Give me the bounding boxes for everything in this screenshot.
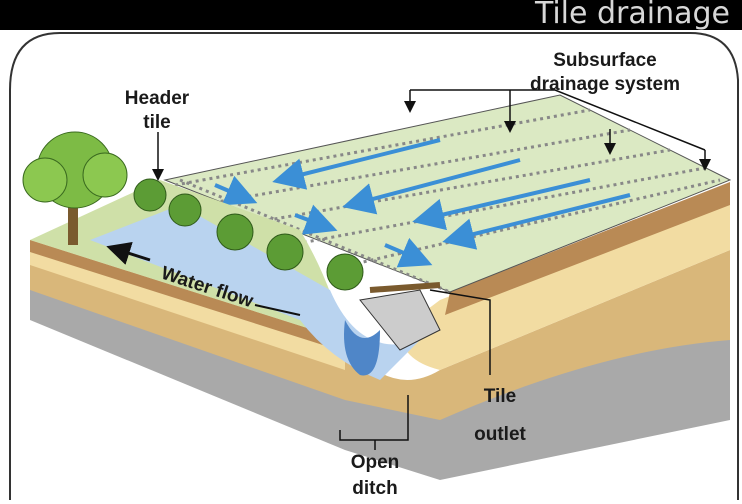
title-banner: Tile drainage — [0, 0, 742, 31]
tile-outlet-structure — [359, 289, 441, 351]
label-subsurface-2: drainage system — [530, 74, 680, 95]
water-flow-arrow — [106, 241, 151, 265]
frame — [9, 32, 739, 500]
label-ditch-2: ditch — [352, 478, 397, 499]
subsurface-bracket — [152, 89, 711, 450]
label-subsurface-1: Subsurface — [553, 50, 656, 71]
label-ditch-1: Open — [351, 452, 400, 473]
outlet-water — [344, 320, 380, 376]
soil-layers — [30, 182, 730, 480]
ditch-trees — [133, 178, 364, 291]
field-surface — [163, 94, 732, 293]
banner-title: Tile drainage — [534, 0, 730, 31]
label-outlet-1: Tile — [484, 386, 516, 407]
ditch-water — [90, 205, 420, 380]
tree-icon — [22, 131, 128, 245]
outlet-pipe — [369, 282, 441, 293]
flow-arrows — [214, 138, 631, 268]
label-outlet-2: outlet — [474, 424, 526, 445]
label-header-2: tile — [143, 112, 170, 133]
water-flow-tail — [254, 304, 301, 316]
label-header-1: Header — [125, 88, 190, 109]
